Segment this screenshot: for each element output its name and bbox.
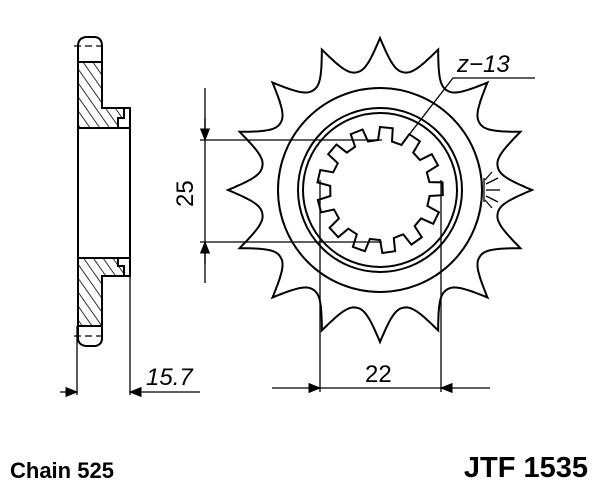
dim-width: 22 bbox=[365, 361, 392, 388]
side-view: 15.7 bbox=[60, 36, 200, 398]
hub-circle-mid bbox=[297, 107, 463, 273]
sprocket-outline bbox=[225, 35, 535, 345]
side-tooth-bottom bbox=[77, 325, 103, 347]
hub-circle-inner bbox=[302, 112, 458, 268]
dim-thickness: 15.7 bbox=[146, 364, 194, 391]
hub-circle-outer bbox=[277, 87, 483, 293]
side-hub-top-section bbox=[77, 61, 125, 129]
spline-outline bbox=[316, 125, 444, 255]
part-number: JTF 1535 bbox=[463, 452, 588, 484]
leader-line bbox=[404, 77, 535, 141]
timing-mark-icon bbox=[483, 171, 500, 209]
chain-size: Chain 525 bbox=[10, 458, 114, 483]
front-view: 22 z−13 bbox=[225, 35, 535, 394]
side-tooth-top bbox=[77, 36, 103, 63]
side-flange-bottom bbox=[118, 257, 131, 277]
dim-bore: 25 bbox=[172, 180, 199, 207]
side-bore bbox=[77, 127, 131, 259]
side-hub-bottom-section bbox=[77, 257, 125, 327]
teeth-count-label: z−13 bbox=[456, 51, 510, 78]
